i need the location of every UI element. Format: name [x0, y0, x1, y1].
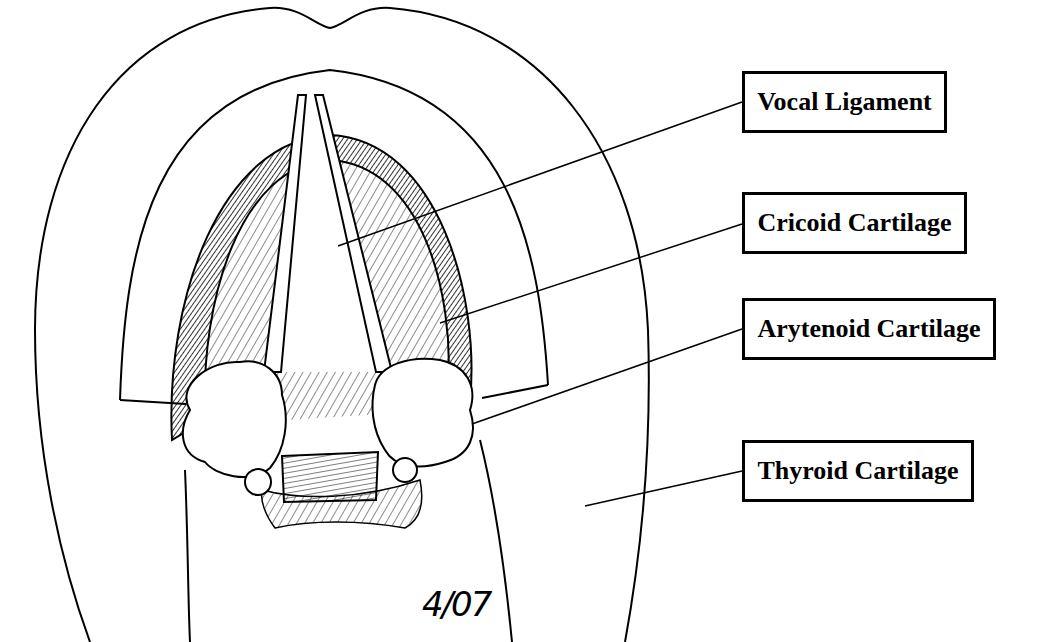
label-text: Thyroid Cartilage — [757, 457, 958, 486]
thyroid-outline — [35, 8, 649, 642]
label-text: Cricoid Cartilage — [757, 209, 951, 238]
vocal-ligament — [264, 95, 306, 372]
leader-line — [338, 102, 742, 246]
label-box: Cricoid Cartilage — [742, 192, 967, 254]
leader-line — [472, 329, 742, 424]
label-box: Vocal Ligament — [742, 71, 947, 133]
leader-line — [585, 471, 742, 506]
thyroid-wing — [482, 385, 548, 398]
leader-line — [440, 224, 742, 323]
label-text: Vocal Ligament — [757, 88, 932, 117]
posterior-muscle — [262, 480, 422, 528]
label-box: Thyroid Cartilage — [742, 440, 974, 502]
thyroid-arm — [185, 470, 190, 642]
signature-date: 4/07 — [422, 584, 490, 624]
corniculate-cartilage — [245, 469, 271, 495]
corniculate-cartilage — [393, 458, 417, 482]
label-text: Arytenoid Cartilage — [757, 315, 980, 344]
arytenoid-cartilage — [372, 359, 473, 467]
arytenoid-cartilage — [183, 361, 286, 477]
vocal-ligament — [315, 95, 392, 372]
label-box: Arytenoid Cartilage — [742, 298, 996, 360]
